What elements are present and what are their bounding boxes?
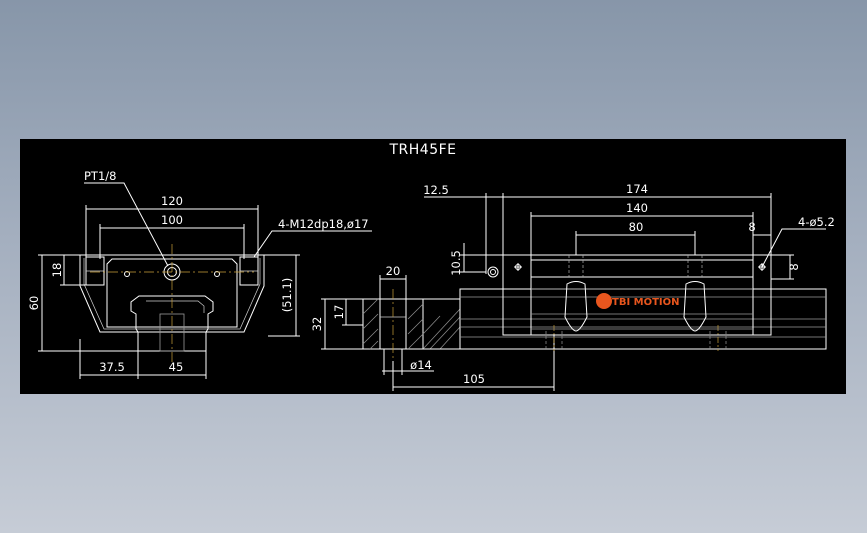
thread-label: PT1/8 [84,169,116,183]
rail-inner [146,300,205,313]
dim-length-140: 140 [626,201,648,215]
dim-width-120: 120 [161,194,183,208]
block-window [106,258,238,328]
dim-spacing-100: 100 [161,213,183,227]
side-grease-nipple-icon [487,266,499,278]
dim-rail-height-32: 32 [310,317,324,332]
side-shoe-left [564,281,588,332]
side-block [502,254,772,336]
dim-rail-45: 45 [169,360,184,374]
dim-seal-8: 8 [748,220,755,234]
dim-ref-51-1: (51.1) [280,278,294,313]
dim-spacing-80: 80 [629,220,644,234]
dim-height-60: 60 [27,296,41,311]
dim-grease-12-5: 12.5 [423,183,449,197]
side-view: TBI MOTION 12.5 10.5 174 140 80 8 4-ø5.2 [423,182,835,351]
screw-right-icon [214,271,220,277]
side-holes-label: 4-ø5.2 [798,215,835,229]
dim-side-8: 8 [787,263,801,270]
dim-counterbore-17: 17 [332,305,346,320]
tapped-holes-label: 4-M12dp18,ø17 [278,217,369,231]
rail-section-view: 20 32 17 ø14 105 [310,264,555,391]
dim-flange-18: 18 [50,263,64,278]
dim-offset-37-5: 37.5 [99,360,125,374]
cad-viewport[interactable]: TRH45FE PT1/8 120 [20,139,846,394]
front-view: PT1/8 120 100 4-M12dp18,ø17 60 18 (51.1) [27,169,372,379]
svg-text:TBI MOTION: TBI MOTION [612,297,680,308]
dim-hole-dia-14: ø14 [410,358,432,372]
dim-pitch-105: 105 [463,372,485,386]
dim-bolt-head-20: 20 [386,264,401,278]
screw-left-icon [124,271,130,277]
drawing-canvas: TRH45FE PT1/8 120 [27,142,835,391]
dim-grease-10-5: 10.5 [449,250,463,276]
right-end-seal [752,254,772,336]
rail-bolt-hole [159,313,185,352]
dim-length-174: 174 [626,182,648,196]
drawing-title: TRH45FE [388,142,456,158]
section-hatch [362,298,461,350]
brand-logo: TBI MOTION [596,293,680,309]
side-shoe-right [683,281,707,332]
left-end-seal [502,254,532,336]
